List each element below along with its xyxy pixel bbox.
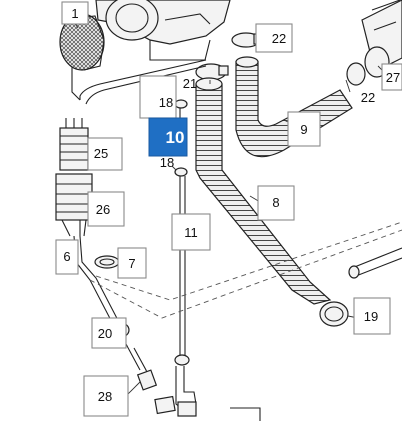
callout-10-highlight: 10 xyxy=(148,117,188,157)
callout-21: 21 xyxy=(183,76,197,91)
outlet-bracket-part xyxy=(346,0,402,86)
callout-11: 11 xyxy=(171,213,211,251)
wiring-connector-part xyxy=(55,118,93,237)
callout-7-label: 7 xyxy=(128,256,135,271)
callout-28-label: 28 xyxy=(98,389,112,404)
callout-18-top: 18 xyxy=(139,75,177,119)
callout-26-label: 26 xyxy=(96,202,110,217)
heater-unit xyxy=(71,0,231,101)
callout-7: 7 xyxy=(117,247,147,279)
callout-22-right-label: 22 xyxy=(361,90,375,105)
callout-10-label: 10 xyxy=(166,128,185,147)
hose-8-part xyxy=(195,77,332,305)
hose-9-part xyxy=(235,56,353,158)
callout-20-label: 20 xyxy=(98,326,112,341)
callout-22-top-label: 22 xyxy=(272,31,286,46)
clamp-21-part xyxy=(195,63,229,81)
callout-18-bottom-label: 18 xyxy=(160,155,174,170)
callout-1: 1 xyxy=(61,1,89,25)
callout-20: 20 xyxy=(91,317,127,349)
fuel-line-part xyxy=(79,59,207,105)
callout-19: 19 xyxy=(353,297,391,335)
callout-18-top-label: 18 xyxy=(159,95,173,110)
part-28 xyxy=(133,347,261,421)
callout-18-bottom: 18 xyxy=(160,155,174,170)
pipe-right-part xyxy=(348,247,402,279)
pipe-11-part xyxy=(174,99,197,417)
callout-28: 28 xyxy=(83,375,129,417)
ring-7-part xyxy=(94,255,120,269)
callout-6-label: 6 xyxy=(63,249,70,264)
callout-27: 27 xyxy=(381,63,402,91)
callout-26: 26 xyxy=(87,191,125,227)
callout-8-label: 8 xyxy=(272,195,279,210)
callout-21-label: 21 xyxy=(183,76,197,91)
callout-25: 25 xyxy=(87,137,123,171)
callout-22-right: 22 xyxy=(361,90,375,105)
callout-9-label: 9 xyxy=(300,122,307,137)
sleeve-19-part xyxy=(319,301,349,327)
callout-9: 9 xyxy=(287,111,321,147)
callout-22-top: 22 xyxy=(255,23,293,53)
callout-6: 6 xyxy=(55,239,79,275)
dashed-guide-lines xyxy=(89,221,402,319)
callout-25-label: 25 xyxy=(94,146,108,161)
callout-8: 8 xyxy=(257,185,295,221)
callout-11-label: 11 xyxy=(184,225,198,240)
callout-27-label: 27 xyxy=(386,70,400,85)
callout-1-label: 1 xyxy=(71,6,78,21)
callout-19-label: 19 xyxy=(364,309,378,324)
